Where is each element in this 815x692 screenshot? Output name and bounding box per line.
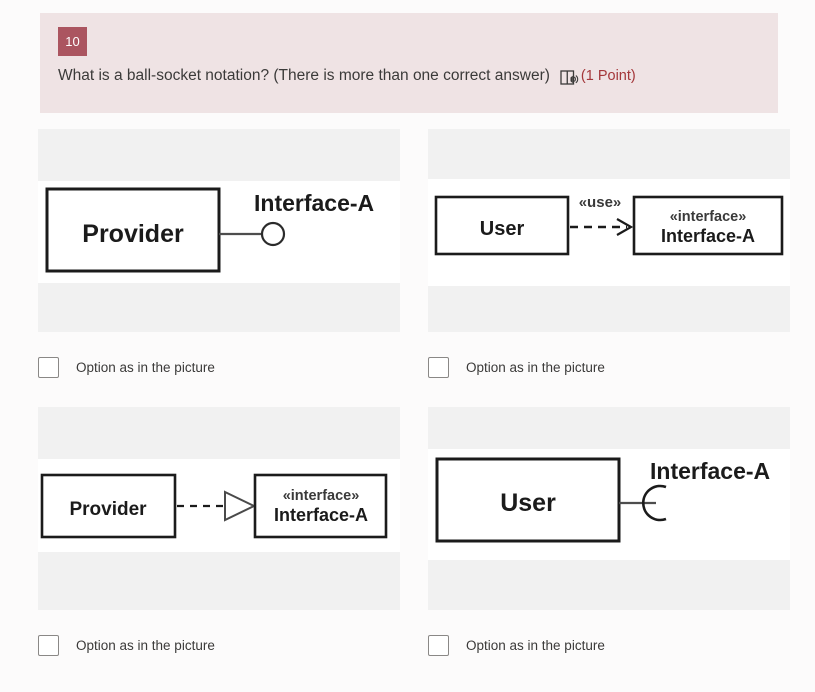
question-points: (1 Point): [580, 68, 636, 84]
options-grid: Provider Interface-A Option as in the pi…: [0, 129, 815, 685]
option-3: Provider «interface» Interface-A Option …: [38, 407, 400, 658]
option-3-image: Provider «interface» Interface-A: [38, 407, 400, 610]
option-1-answer-row[interactable]: Option as in the picture: [38, 354, 400, 380]
diagram-target-stereotype: «interface»: [283, 488, 360, 504]
diagram-box-label: Provider: [69, 499, 147, 520]
diagram-ball-lollipop: Provider Interface-A: [45, 187, 374, 273]
option-row-2: Provider «interface» Interface-A Option …: [0, 407, 815, 685]
option-4: User Interface-A Option as in the pictur…: [428, 407, 790, 658]
option-1-image: Provider Interface-A: [38, 129, 400, 332]
diagram-edge-label: «use»: [579, 194, 622, 211]
option-4-answer-row[interactable]: Option as in the picture: [428, 632, 790, 658]
option-1-checkbox[interactable]: [38, 356, 59, 378]
question-text-row: What is a ball-socket notation? (There i…: [58, 67, 768, 85]
option-4-checkbox[interactable]: [428, 634, 449, 656]
immersive-reader-icon[interactable]: [560, 69, 580, 87]
option-1-label: Option as in the picture: [76, 359, 215, 375]
diagram-interface-label: Interface-A: [650, 458, 770, 484]
realization-triangle-icon: [224, 490, 257, 522]
diagram-realization: Provider «interface» Interface-A: [40, 473, 388, 539]
diagram-socket: User Interface-A: [435, 457, 770, 543]
option-4-label: Option as in the picture: [466, 637, 605, 653]
diagram-box-label: Provider: [82, 220, 184, 248]
diagram-target-stereotype: «interface»: [670, 209, 747, 225]
socket-required-interface-icon: [642, 484, 667, 522]
diagram-box-label: User: [500, 489, 556, 517]
option-2-answer-row[interactable]: Option as in the picture: [428, 354, 790, 380]
option-3-label: Option as in the picture: [76, 637, 215, 653]
diagram-target-label: Interface-A: [274, 505, 368, 525]
diagram-use-dependency: User «use» «interface» Interface-A: [434, 194, 784, 256]
question-text: What is a ball-socket notation? (There i…: [58, 67, 550, 84]
option-1: Provider Interface-A Option as in the pi…: [38, 129, 400, 380]
option-3-answer-row[interactable]: Option as in the picture: [38, 632, 400, 658]
option-2: User «use» «interface» Interface-A Optio…: [428, 129, 790, 380]
option-4-image: User Interface-A: [428, 407, 790, 610]
question-banner: 10 What is a ball-socket notation? (Ther…: [40, 13, 778, 113]
option-2-image: User «use» «interface» Interface-A: [428, 129, 790, 332]
option-2-label: Option as in the picture: [466, 359, 605, 375]
option-row-1: Provider Interface-A Option as in the pi…: [0, 129, 815, 407]
option-2-checkbox[interactable]: [428, 356, 449, 378]
diagram-box-label: User: [480, 218, 525, 240]
diagram-interface-label: Interface-A: [254, 190, 374, 216]
question-number-badge: 10: [58, 27, 87, 56]
option-3-checkbox[interactable]: [38, 634, 59, 656]
ball-provided-interface-icon: [260, 221, 286, 247]
diagram-target-label: Interface-A: [661, 226, 755, 246]
